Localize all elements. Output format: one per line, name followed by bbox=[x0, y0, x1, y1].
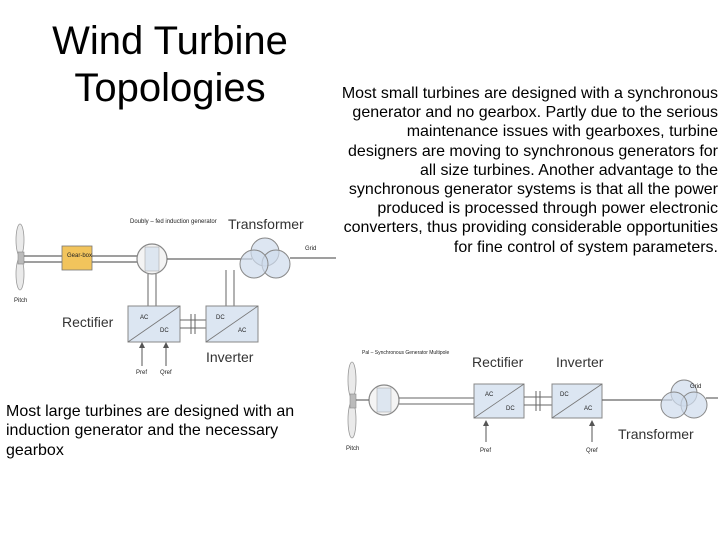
slide-title: Wind Turbine Topologies bbox=[40, 18, 300, 112]
inverter-label: Inverter bbox=[206, 349, 254, 365]
qref-label: Qref bbox=[160, 370, 172, 376]
rectifier-block bbox=[127, 305, 181, 343]
inverter-ac-label-small: AC bbox=[584, 406, 593, 412]
transformer-icon bbox=[239, 237, 291, 279]
rectifier-label: Rectifier bbox=[62, 314, 114, 330]
generator-label-small: Pal – Synchronous Generator Multipole bbox=[362, 350, 449, 356]
turbine-rotor-icon-small bbox=[347, 361, 357, 439]
large-turbine-description: Most large turbines are designed with an… bbox=[6, 403, 295, 459]
inverter-ac-label: AC bbox=[238, 328, 247, 334]
inverter-dc-label-small: DC bbox=[560, 392, 569, 398]
inverter-block bbox=[205, 305, 259, 343]
rectifier-block-small bbox=[473, 383, 525, 419]
rectifier-ac-label: AC bbox=[140, 315, 149, 321]
pref-label: Pref bbox=[136, 370, 147, 376]
transformer-label-small: Transformer bbox=[618, 426, 694, 442]
title-line-2: Topologies bbox=[74, 66, 266, 111]
rectifier-label-small: Rectifier bbox=[472, 354, 524, 370]
rectifier-dc-label-small: DC bbox=[506, 406, 515, 412]
synchronous-generator-icon bbox=[368, 384, 400, 416]
inverter-block-small bbox=[551, 383, 603, 419]
transformer-icon-small bbox=[660, 379, 708, 419]
turbine-rotor-icon bbox=[15, 223, 25, 291]
pitch-label: Pitch bbox=[14, 298, 27, 304]
pitch-label-small: Pitch bbox=[346, 446, 359, 452]
induction-generator-icon bbox=[136, 243, 168, 275]
grid-label-small: Grid bbox=[690, 384, 701, 390]
gearbox-label: Gear-box bbox=[67, 253, 92, 259]
grid-label: Grid bbox=[305, 246, 316, 252]
gearbox-block bbox=[61, 245, 93, 271]
rectifier-ac-label-small: AC bbox=[485, 392, 494, 398]
rectifier-dc-label: DC bbox=[160, 328, 169, 334]
title-line-1: Wind Turbine bbox=[52, 19, 288, 63]
small-turbine-description: Most small turbines are designed with a … bbox=[341, 85, 718, 256]
generator-label: Doubly – fed induction generator bbox=[130, 219, 217, 225]
inverter-label-small: Inverter bbox=[556, 354, 604, 370]
transformer-label: Transformer bbox=[228, 216, 304, 232]
qref-label-small: Qref bbox=[586, 448, 598, 454]
pref-label-small: Pref bbox=[480, 448, 491, 454]
inverter-dc-label: DC bbox=[216, 315, 225, 321]
